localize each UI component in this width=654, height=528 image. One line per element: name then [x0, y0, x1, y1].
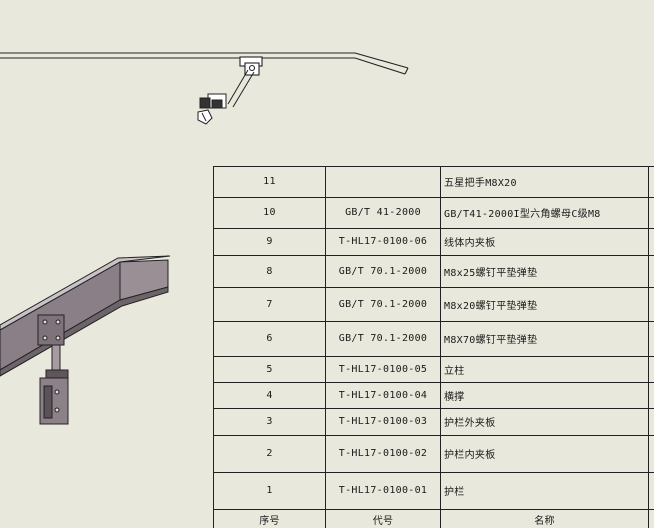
top-view-bracket [197, 69, 255, 125]
top-view-rail [0, 52, 409, 76]
bom-table-grid [213, 166, 654, 528]
iso-view-guardrail [0, 255, 171, 425]
